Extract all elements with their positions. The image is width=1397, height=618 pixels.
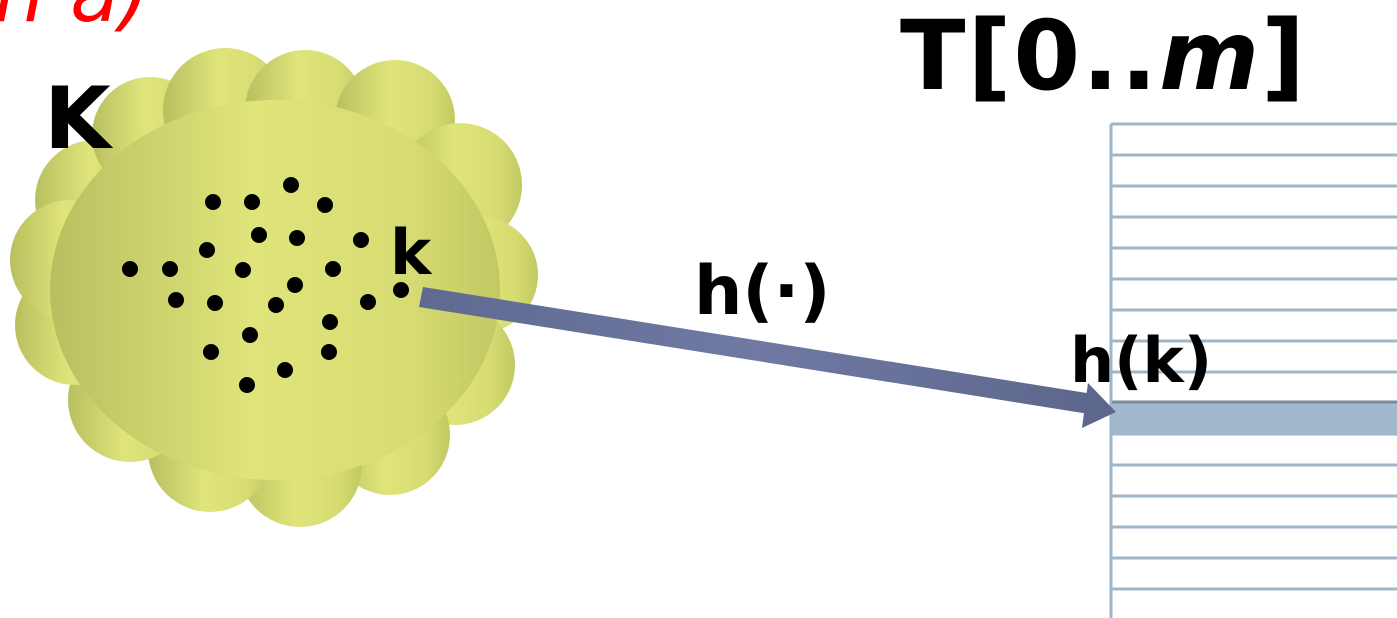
hash-function-label: h(·): [694, 252, 831, 331]
key-dot: [199, 242, 215, 258]
key-dot: [325, 261, 341, 277]
top-fragment-text: n a): [0, 0, 150, 34]
key-dot: [321, 344, 337, 360]
key-dot: [268, 297, 284, 313]
table-label-suffix: ]: [1261, 0, 1307, 112]
key-dot: [277, 362, 293, 378]
key-dot: [205, 194, 221, 210]
key-dot: [242, 327, 258, 343]
table-label: T[0..m]: [900, 8, 1307, 104]
key-dot: [235, 262, 251, 278]
arrow-head: [1082, 383, 1116, 428]
key-dot: [239, 377, 255, 393]
key-dot: [207, 295, 223, 311]
arrow-shaft: [419, 287, 1093, 414]
key-dot: [283, 177, 299, 193]
hash-value-label: h(k): [1070, 324, 1213, 397]
hash-arrow: [419, 287, 1116, 428]
key-dot: [168, 292, 184, 308]
key-dot: [322, 314, 338, 330]
key-dot: [122, 261, 138, 277]
key-dot: [287, 277, 303, 293]
table-slot-lines: [1111, 122, 1397, 591]
key-dot: [360, 294, 376, 310]
key-dot: [203, 344, 219, 360]
key-set-label: K: [44, 69, 111, 169]
hashed-slot: [1112, 402, 1397, 434]
key-dot: [353, 232, 369, 248]
key-dot: [393, 282, 409, 298]
table-size-variable: m: [1159, 0, 1262, 112]
table-label-prefix: T[0..: [900, 0, 1160, 112]
hash-table: [1109, 122, 1397, 618]
key-label: k: [390, 216, 432, 289]
key-dot: [251, 227, 267, 243]
key-dot: [244, 194, 260, 210]
key-dot: [317, 197, 333, 213]
key-dots: [122, 177, 409, 393]
key-dot: [162, 261, 178, 277]
key-dot: [289, 230, 305, 246]
